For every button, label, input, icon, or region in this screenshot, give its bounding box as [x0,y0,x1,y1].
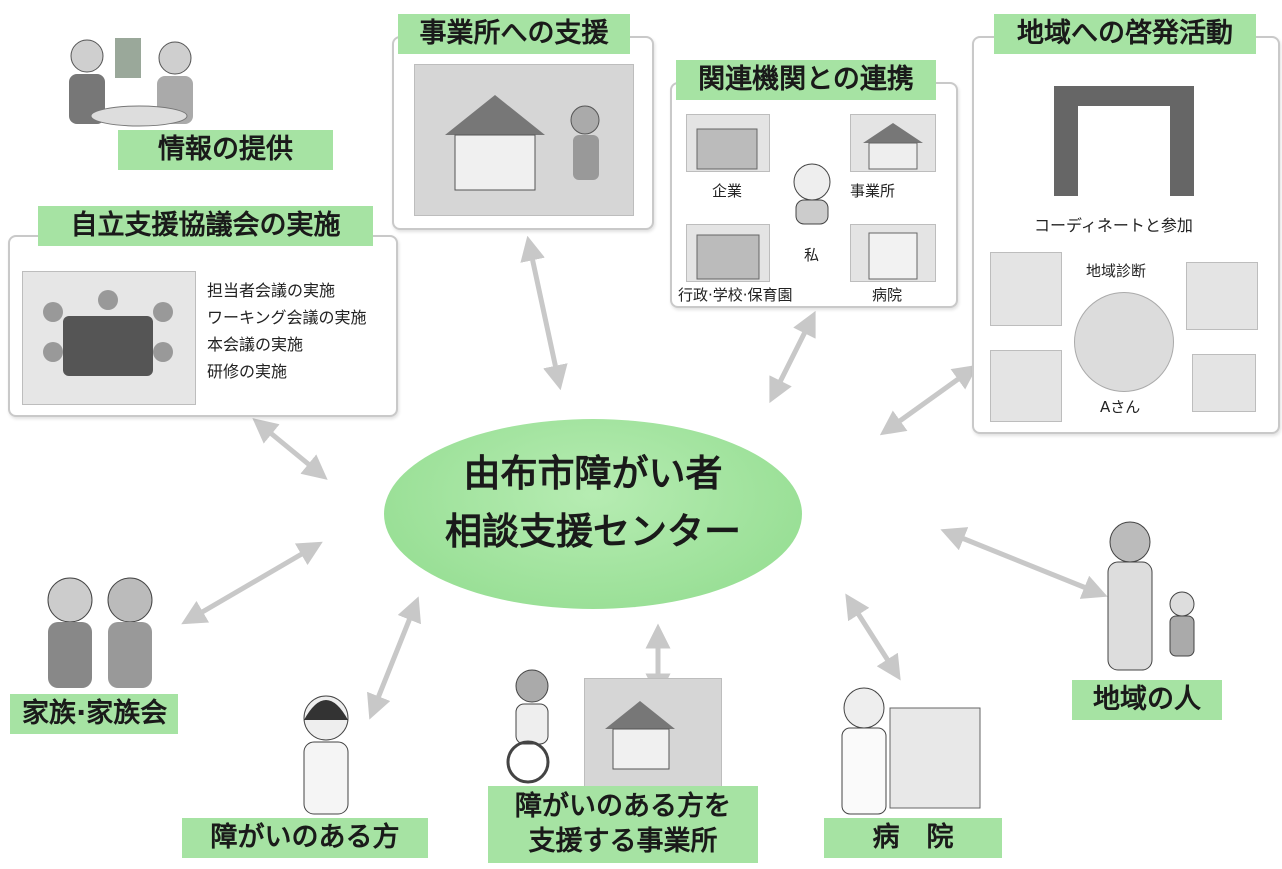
admin-illustration [686,224,770,282]
arrow-council [252,418,328,480]
arrow-family [181,541,323,625]
disabled-person-label: 障がいのある方 [182,818,428,859]
awareness-coordinate-label: コーディネートと参加 [1034,216,1193,235]
council-item-2: ワーキング会議の実施 [207,308,367,327]
family-illustration [30,570,170,690]
coordination-label: 関連機関との連携 [676,60,936,101]
arrow-disabled-person [367,596,421,720]
community-person-illustration [1092,516,1206,676]
coord-company-label: 企業 [712,182,743,200]
council-meeting-illustration [22,271,196,405]
support-office-label-line1: 障がいのある方を [515,791,731,822]
office-illustration [850,114,936,172]
center-ellipse [384,419,802,609]
company-illustration [686,114,770,172]
coord-admin-label: 行政·学校·保育園 [678,286,793,304]
coord-office-label: 事業所 [850,182,896,200]
arrow-community [940,527,1108,599]
support-office-label: 障がいのある方を 支援する事業所 [488,786,758,864]
hospital-small-illustration [850,224,936,282]
diagnosis-image-4 [1192,354,1256,412]
arrow-coordination [769,310,816,404]
support-office-illustration [584,678,722,788]
diagnosis-image-1 [990,252,1062,326]
council-item-4: 研修の実施 [207,362,288,381]
council-item-3: 本会議の実施 [207,335,304,354]
office-support-illustration [414,64,634,216]
info-label: 情報の提供 [118,130,333,171]
disabled-person-illustration [286,690,366,820]
arrow-hospital [845,593,901,681]
diagnosis-image-3 [990,350,1062,422]
person-a-circle [1074,292,1174,392]
center-title-line2: 相談支援センター [445,510,741,553]
me-illustration [784,158,840,228]
awareness-diagnosis-label: 地域診断 [1086,262,1147,280]
coord-hospital-label: 病院 [872,286,903,304]
council-label: 自立支援協議会の実施 [38,206,373,247]
diagnosis-image-2 [1186,262,1258,330]
arrow-office-support [520,235,568,391]
awareness-person-label: Aさん [1100,398,1141,416]
community-meeting-illustration [1034,72,1214,202]
council-panel: 担当者会議の実施 ワーキング会議の実施 本会議の実施 研修の実施 [8,235,398,417]
council-item-1: 担当者会議の実施 [207,281,336,300]
support-office-label-line2: 支援する事業所 [528,825,718,857]
family-label: 家族·家族会 [10,694,178,735]
coordination-panel: 企業 事業所 私 行政·学校·保育園 病院 [670,82,958,308]
office-support-panel [392,36,654,230]
office-support-label: 事業所への支援 [398,14,630,55]
hospital-illustration [830,678,994,818]
hospital-label: 病 院 [824,818,1002,859]
awareness-panel: コーディネートと参加 地域診断 Aさん [972,36,1280,434]
center-title: 由布市障がい者 相談支援センター [384,445,802,561]
center-title-line1: 由布市障がい者 [463,452,723,495]
community-label: 地域の人 [1072,680,1222,721]
wheelchair-illustration [496,664,568,786]
awareness-label: 地域への啓発活動 [994,14,1256,55]
info-illustration [55,18,220,158]
arrow-awareness [879,364,979,436]
coord-me-label: 私 [804,246,820,264]
